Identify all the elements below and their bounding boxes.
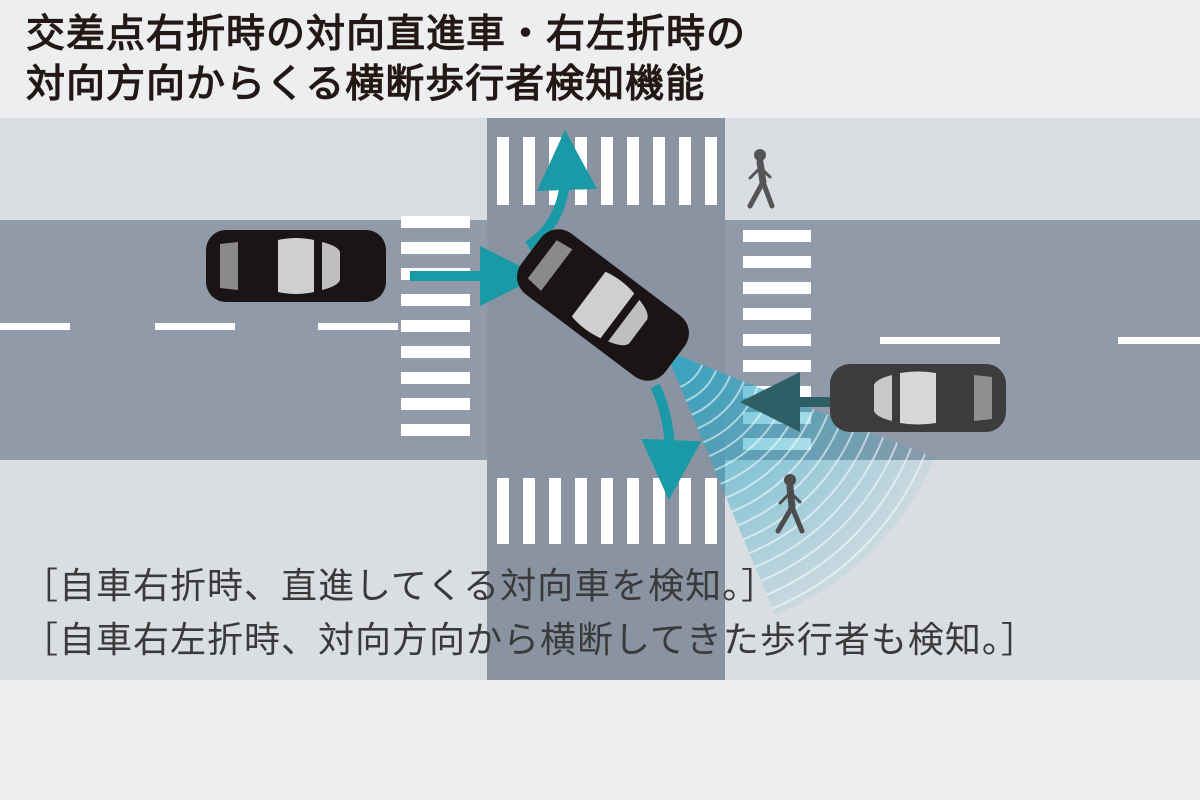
crosswalk-south xyxy=(497,478,717,544)
title-line-1: 交差点右折時の対向直進車・右左折時の xyxy=(26,12,747,57)
oncoming-car-top-view-icon xyxy=(830,364,1006,432)
walking-person-icon xyxy=(747,149,775,209)
left-turn-path-arrow xyxy=(525,130,597,251)
crosswalk-north xyxy=(497,137,717,205)
caption-block: ［自車右折時、直進してくる対向車を検知。］ ［自車右左折時、対向方向から横断して… xyxy=(22,560,1038,668)
caption-line-1: ［自車右折時、直進してくる対向車を検知。］ xyxy=(22,566,779,607)
page-title: 交差点右折時の対向直進車・右左折時の 対向方向からくる横断歩行者検知機能 xyxy=(26,10,746,110)
crossing-pedestrian-icon xyxy=(775,474,805,534)
crosswalk-west xyxy=(401,216,470,436)
vertical-road xyxy=(487,118,725,680)
ego-car-top-view-icon xyxy=(517,229,689,381)
title-line-2: 対向方向からくる横断歩行者検知機能 xyxy=(26,62,706,107)
lane-markings xyxy=(0,323,1200,344)
car-top-view-icon xyxy=(206,230,386,302)
right-turn-path-arrow xyxy=(641,383,702,500)
caption-line-2: ［自車右左折時、対向方向から横断してきた歩行者も検知。］ xyxy=(22,620,1038,661)
